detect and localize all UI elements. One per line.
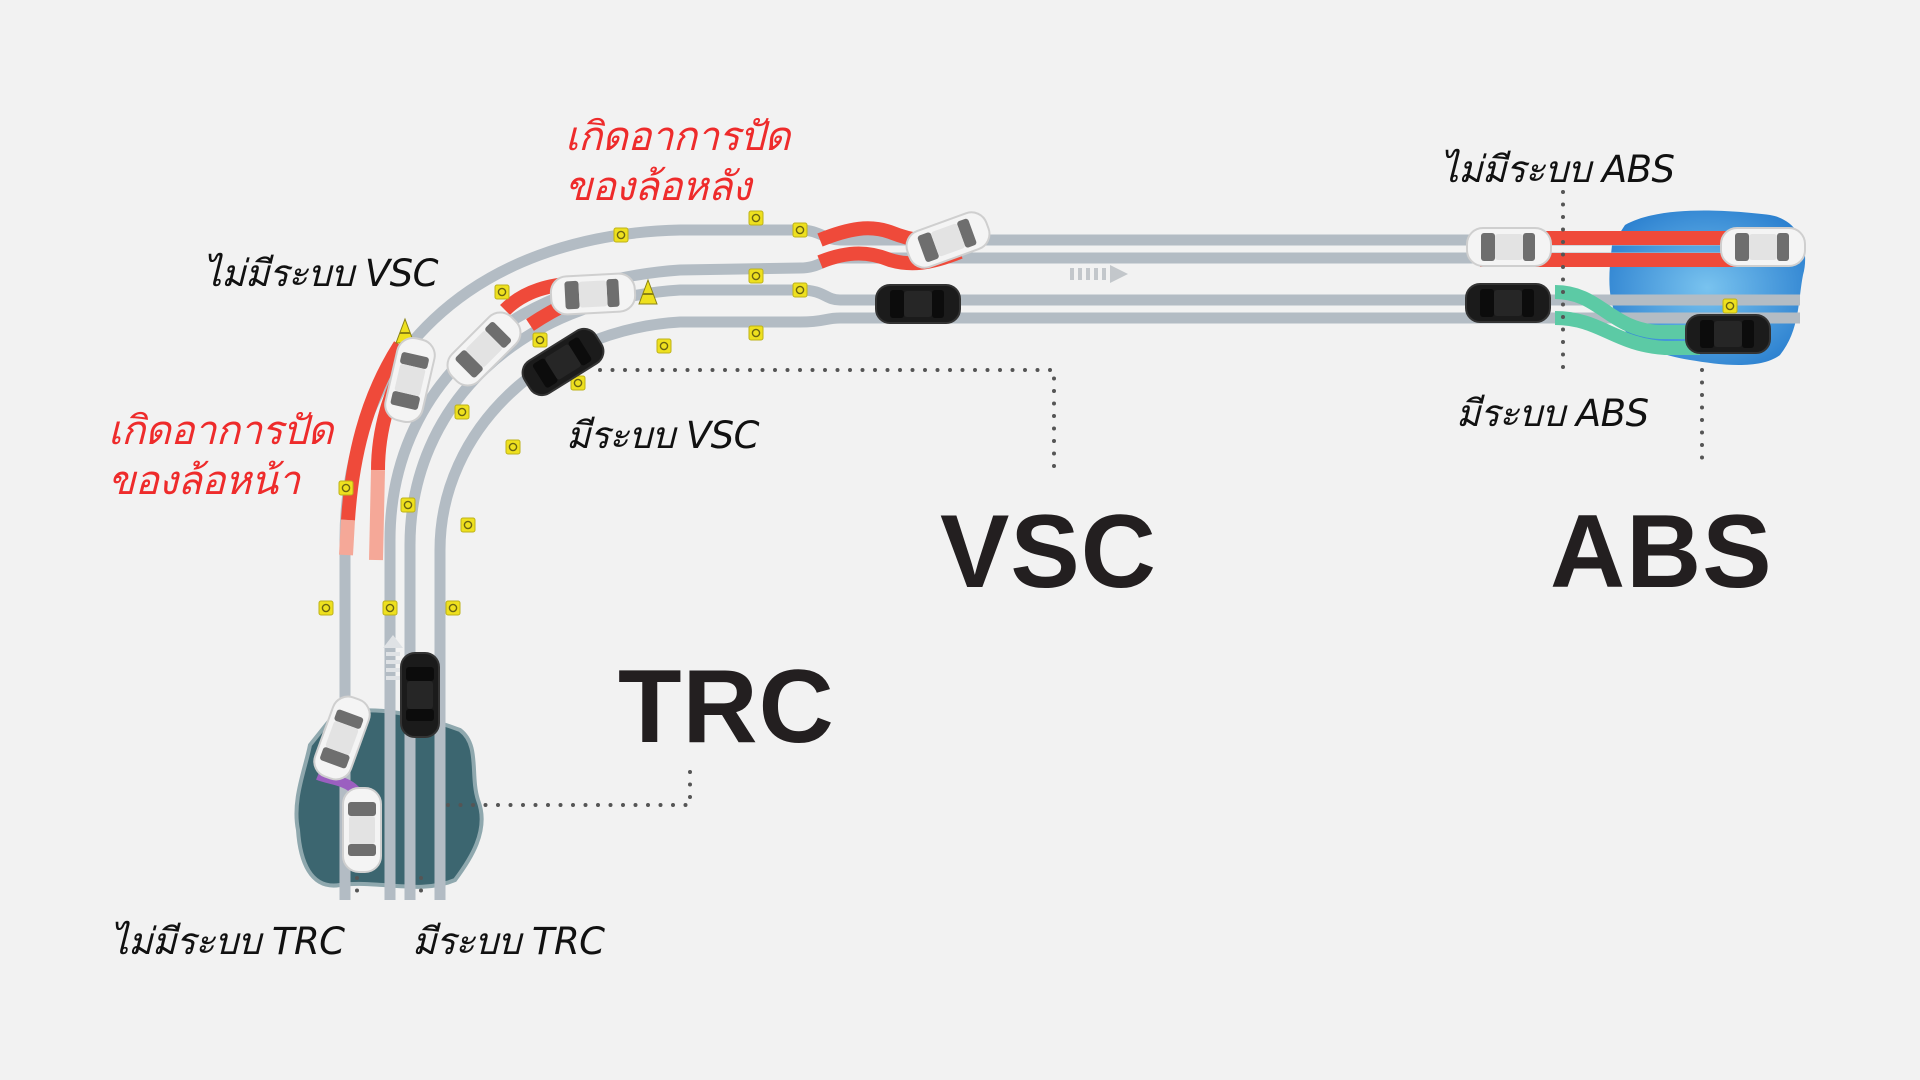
- abs-steer-path-2: [1554, 311, 1700, 355]
- front-skid-label-line1: เกิดอาการปัด: [108, 408, 333, 454]
- rear-skid-label: เกิดอาการปัด ของล้อหลัง: [565, 112, 790, 212]
- trc-leader-line: [446, 758, 692, 807]
- car-no-trc-2: [342, 787, 382, 873]
- no-trc-label: ไม่มีระบบ TRC: [110, 920, 345, 963]
- with-vsc-label: มีระบบ VSC: [566, 414, 760, 457]
- no-abs-label: ไม่มีระบบ ABS: [1440, 148, 1675, 191]
- with-trc-label: มีระบบ TRC: [412, 920, 605, 963]
- direction-arrow-horizontal: [1070, 265, 1128, 283]
- rear-skid-label-line2: ของล้อหลัง: [565, 164, 751, 210]
- car-with-vsc-2: [875, 284, 961, 324]
- vsc-system-title: VSC: [940, 494, 1157, 610]
- direction-arrow-vertical: [383, 635, 403, 680]
- car-with-abs-1: [1465, 283, 1551, 323]
- vsc-leader-line: [598, 368, 1056, 470]
- car-no-abs-2: [1720, 227, 1806, 267]
- front-skid-label-line2: ของล้อหน้า: [108, 458, 300, 504]
- with-abs-label: มีระบบ ABS: [1456, 392, 1649, 435]
- abs-system-title: ABS: [1550, 494, 1773, 610]
- trc-system-title: TRC: [618, 649, 835, 765]
- car-with-abs-2: [1685, 314, 1771, 354]
- abs-steer-path-1: [1554, 285, 1700, 339]
- car-no-abs-1: [1466, 227, 1552, 267]
- leader-lines: [355, 190, 1704, 902]
- front-skid-label: เกิดอาการปัด ของล้อหน้า: [108, 406, 333, 506]
- rear-skid-label-line1: เกิดอาการปัด: [565, 114, 790, 160]
- car-with-trc: [400, 652, 440, 738]
- no-vsc-label: ไม่มีระบบ VSC: [203, 252, 439, 295]
- car-no-vsc-rear-2: [549, 271, 637, 317]
